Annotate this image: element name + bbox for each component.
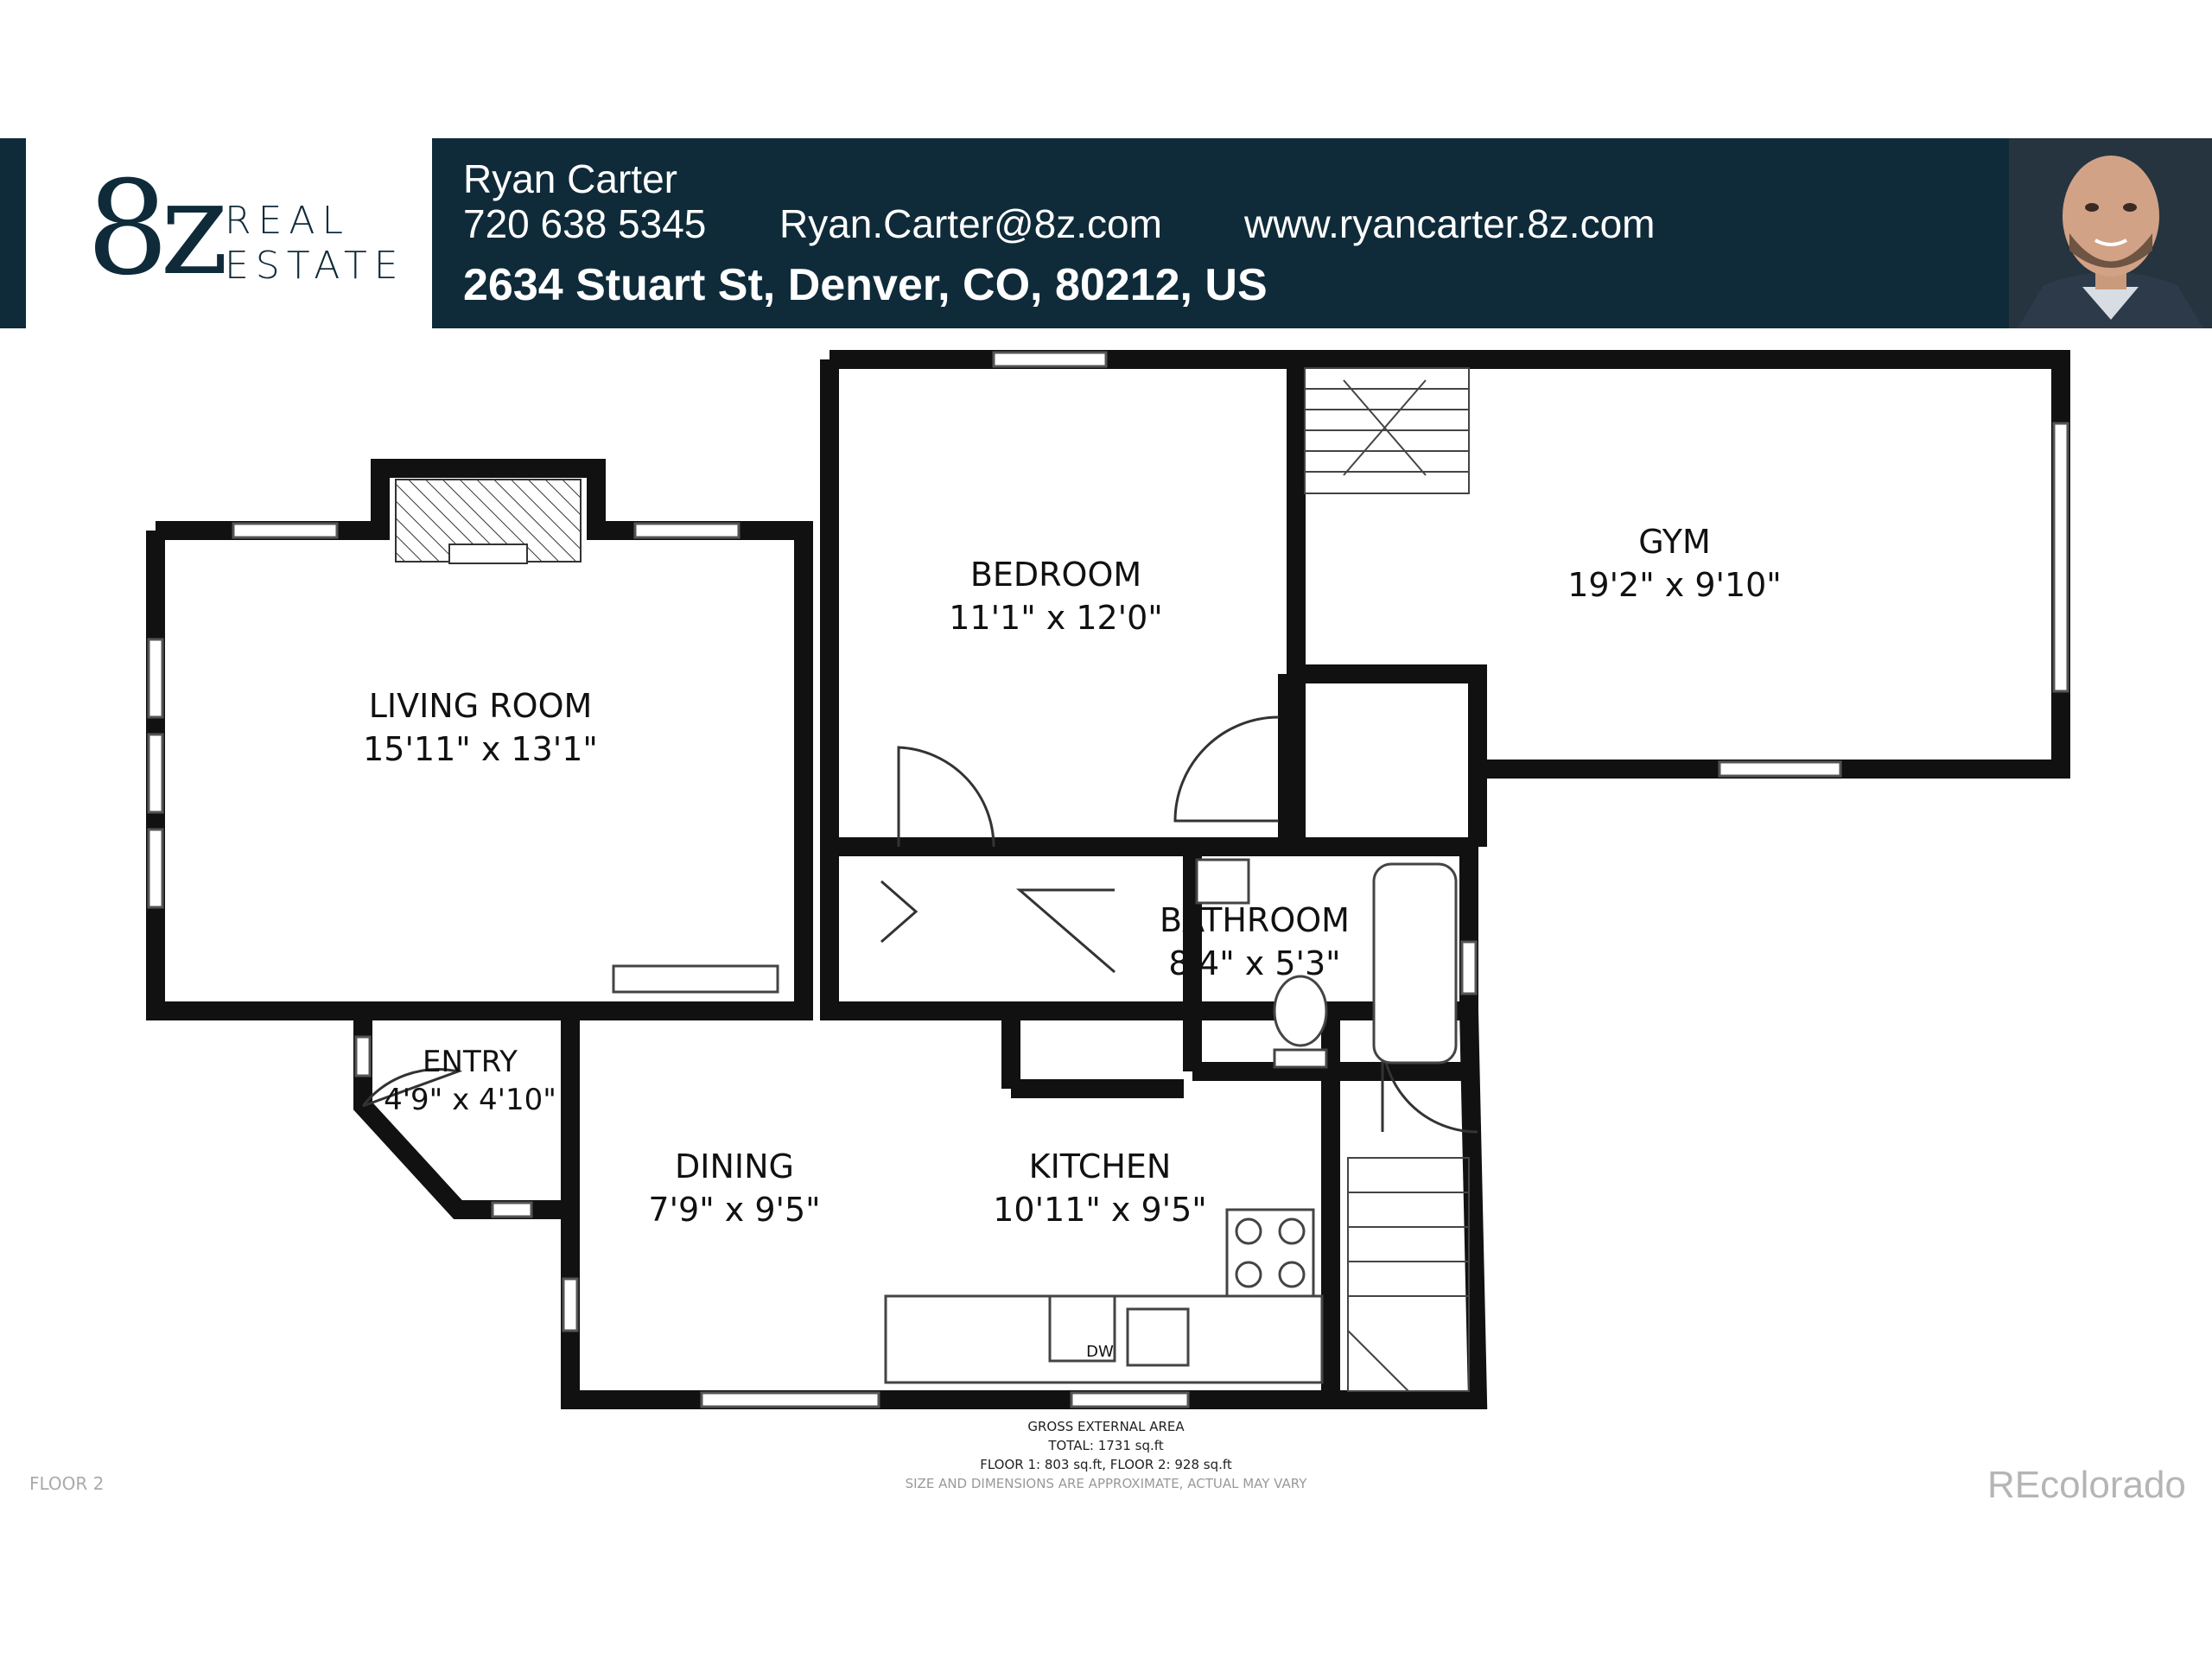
doors — [361, 715, 1478, 1134]
gea-total: TOTAL: 1731 sq.ft — [1048, 1438, 1164, 1453]
agent-phone: 720 638 5345 — [463, 201, 707, 246]
windows — [147, 351, 2069, 1408]
dining-name: DINING — [675, 1147, 794, 1185]
gym-size: 19'2" x 9'10" — [1567, 566, 1782, 604]
property-address: 2634 Stuart St, Denver, CO, 80212, US — [463, 260, 1268, 310]
bedroom-size: 11'1" x 12'0" — [949, 599, 1163, 637]
agent-name: Ryan Carter — [463, 156, 677, 201]
header: 8z REAL ESTATE Ryan Carter 720 638 5345 … — [0, 138, 2212, 328]
bathroom-fixtures — [1195, 858, 1458, 1069]
living-room-size: 15'11" x 13'1" — [363, 730, 598, 768]
entry-name: ENTRY — [423, 1045, 518, 1079]
logo-text-estate: ESTATE — [225, 244, 405, 288]
floor-plan: LIVING ROOM 15'11" x 13'1" BEDROOM 11'1"… — [146, 350, 2070, 1409]
entry-size: 4'9" x 4'10" — [384, 1083, 556, 1117]
dining-size: 7'9" x 9'5" — [648, 1191, 820, 1229]
agent-website: www.ryancarter.8z.com — [1244, 201, 1656, 246]
dishwasher-icon — [1048, 1294, 1116, 1363]
gea-disclaimer: SIZE AND DIMENSIONS ARE APPROXIMATE, ACT… — [905, 1476, 1307, 1491]
kitchen-fixtures — [612, 964, 1324, 1384]
living-room-name: LIVING ROOM — [369, 687, 593, 725]
staircase — [1304, 367, 1470, 1392]
lower-walls — [353, 837, 1488, 1409]
agent-photo — [2009, 138, 2212, 328]
bathtub-icon — [1372, 862, 1458, 1065]
logo-mark: 8z — [86, 154, 228, 304]
brand-logo: 8z REAL ESTATE — [86, 164, 415, 302]
radiator — [612, 964, 779, 994]
agent-portrait-icon — [2009, 138, 2212, 328]
agent-email: Ryan.Carter@8z.com — [779, 201, 1162, 246]
bathroom-size: 8'4" x 5'3" — [1168, 944, 1340, 982]
hearth — [448, 543, 528, 564]
bedroom-name: BEDROOM — [970, 556, 1141, 594]
room-labels: LIVING ROOM 15'11" x 13'1" BEDROOM 11'1"… — [363, 523, 1782, 1361]
dishwasher-label: DW — [1086, 1343, 1114, 1361]
floor-label: FLOOR 2 — [29, 1473, 105, 1494]
recolorado-watermark: REcolorado — [1987, 1464, 2186, 1506]
kitchen-size: 10'11" x 9'5" — [993, 1191, 1207, 1229]
gym-name: GYM — [1638, 523, 1711, 561]
gross-external-area: GROSS EXTERNAL AREA TOTAL: 1731 sq.ft FL… — [864, 1417, 1348, 1493]
kitchen-sink-icon — [1126, 1307, 1190, 1367]
bathroom-name: BATHROOM — [1160, 901, 1350, 939]
kitchen-name: KITCHEN — [1029, 1147, 1172, 1185]
gea-heading: GROSS EXTERNAL AREA — [1027, 1419, 1185, 1434]
agent-banner: Ryan Carter 720 638 5345 Ryan.Carter@8z.… — [432, 138, 2009, 328]
sink-icon — [1195, 858, 1250, 905]
gea-floors: FLOOR 1: 803 sq.ft, FLOOR 2: 928 sq.ft — [980, 1457, 1232, 1472]
header-accent-bar — [0, 138, 26, 328]
toilet-icon — [1273, 975, 1328, 1047]
logo-text-real: REAL — [225, 199, 350, 243]
